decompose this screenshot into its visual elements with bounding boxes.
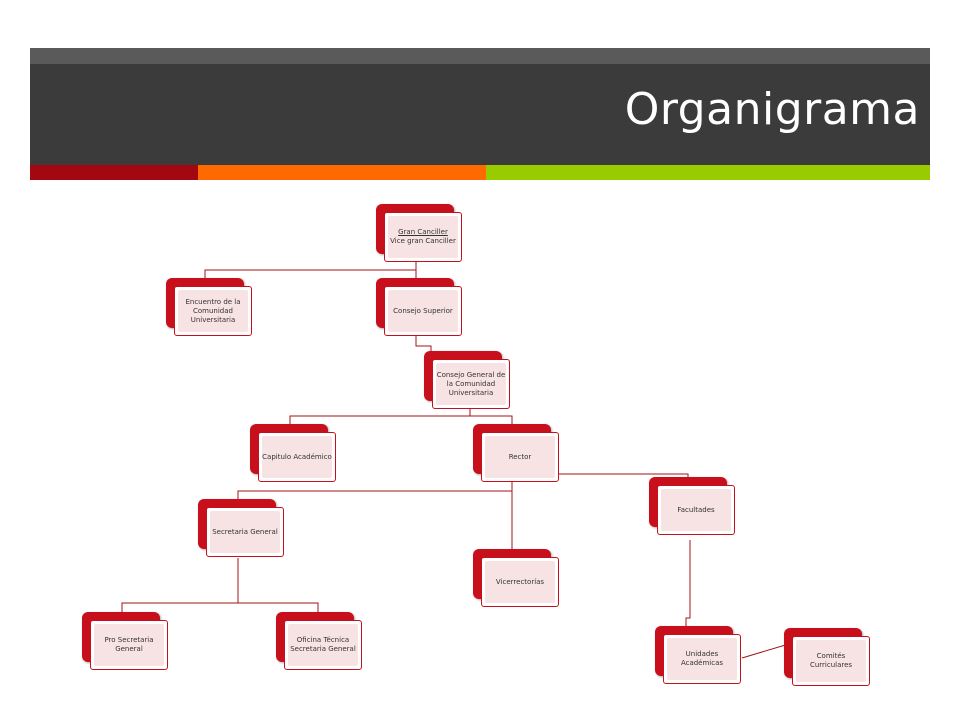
node-box: Consejo General de la Comunidad Universi… [432,359,510,409]
connector-canciller-encuentro [204,269,416,278]
node-label-capitulo: Capitulo Académico [262,452,332,461]
title-top-bar [30,48,930,64]
node-label-vicerrectorias: Vicerrectorías [495,577,545,586]
page-title: Organigrama [624,84,920,135]
node-label-unidades: Unidades Académicas [680,650,724,667]
accent-stripe-orange [198,165,486,180]
node-label-consejo-general: Consejo General de la Comunidad Universi… [436,370,506,397]
node-label-comites: Comités Curriculares [809,652,853,669]
node-label-secretaria-general: Secretaria General [212,527,278,536]
node-box: Rector [481,432,559,482]
node-box: Gran Canciller Vice gran Canciller [384,212,462,262]
accent-stripe-green [486,165,930,180]
node-box: Comités Curriculares [792,636,870,686]
node-box: Facultades [657,485,735,535]
node-box: Secretaria General [206,507,284,557]
node-label-oficina-tecnica: Oficina Técnica Secretaria General [290,636,356,653]
node-label-consejo-superior: Consejo Superior [393,306,453,315]
node-label-gran-canciller: Gran Canciller [398,228,448,236]
node-box: Encuentro de la Comunidad Universitaria [174,286,252,336]
connector-general-capitulo [289,409,471,424]
connector-rector-secretaria [237,482,513,508]
connector-unidades-comites [741,642,793,659]
node-label-rector: Rector [508,452,532,461]
node-label-pro-secretaria: Pro Secretaria General [104,636,154,653]
node-label-encuentro: Encuentro de la Comunidad Universitaria [185,297,241,324]
node-box: Oficina Técnica Secretaria General [284,620,362,670]
node-label-vice-gran-canciller: Vice gran Canciller [390,237,456,245]
node-box: Vicerrectorías [481,557,559,607]
node-box: Pro Secretaria General [90,620,168,670]
node-box: Capitulo Académico [258,432,336,482]
connector-facultades-unidades [685,540,691,632]
node-box: Consejo Superior [384,286,462,336]
title-band [30,64,930,165]
node-label-facultades: Facultades [677,505,715,514]
accent-stripe-red [30,165,198,180]
node-box: Unidades Académicas [663,634,741,684]
